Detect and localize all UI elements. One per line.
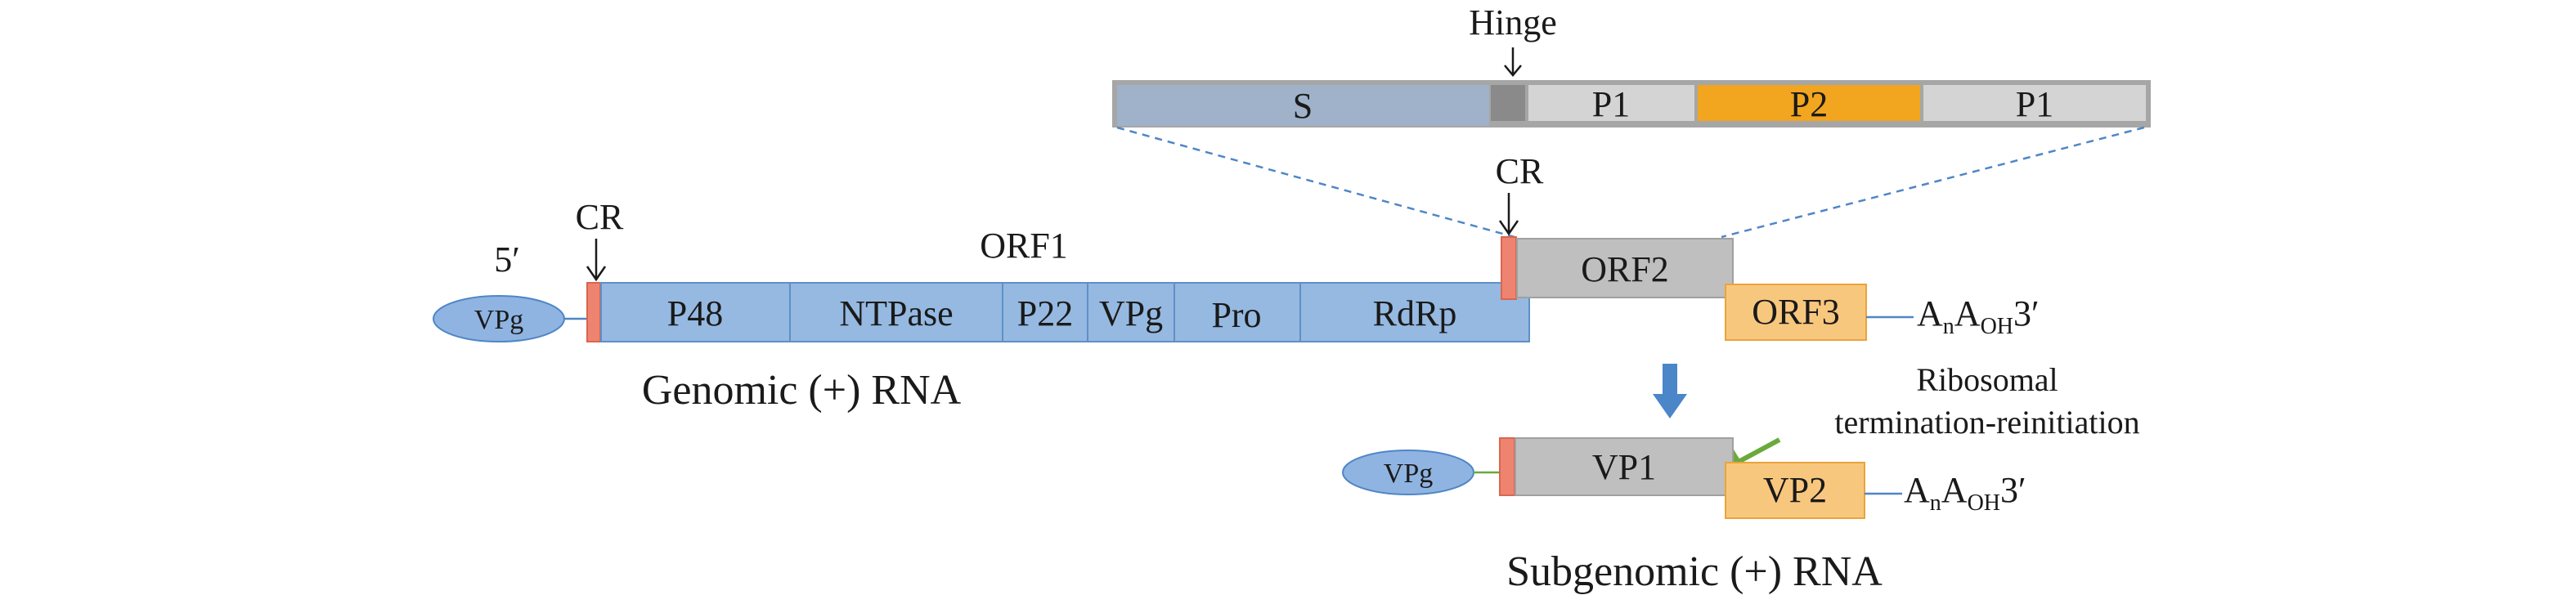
- vp2-label: VP2: [1763, 470, 1827, 510]
- segment-ntpase: NTPase: [839, 293, 953, 333]
- hinge-domain: [1491, 85, 1525, 121]
- poly-a-tail-genomic: AnAOH3′: [1917, 293, 2040, 339]
- segment-p48: P48: [667, 293, 723, 333]
- green-arrow-shaft: [1735, 437, 1781, 465]
- annotation-line1: Ribosomal: [1916, 361, 2058, 398]
- cr-label-1: CR: [576, 197, 624, 237]
- vp1-box: [1515, 437, 1734, 496]
- vpg-genomic-label: VPg: [474, 305, 523, 335]
- segment-rdrp: RdRp: [1373, 293, 1457, 333]
- cr-arrow-2-head-icon: [1498, 220, 1519, 236]
- genomic-caption: Genomic (+) RNA: [642, 367, 962, 414]
- zoom-line-left: [1116, 126, 1515, 239]
- orf1-label: ORF1: [980, 226, 1068, 266]
- orf2-label: ORF2: [1581, 249, 1669, 289]
- cr-label-2: CR: [1496, 151, 1544, 191]
- segment-pro: Pro: [1211, 295, 1261, 335]
- subgenomic-caption: Subgenomic (+) RNA: [1506, 548, 1883, 595]
- p1-domain-right: [1923, 85, 2146, 121]
- s-domain-label: S: [1293, 86, 1313, 126]
- s-domain: [1117, 85, 1489, 126]
- orf3-label: ORF3: [1752, 292, 1840, 332]
- cr-box-2: [1501, 236, 1517, 300]
- vp1-label: VP1: [1592, 447, 1656, 487]
- poly-a-tail-subgenomic: AnAOH3′: [1904, 470, 2026, 516]
- down-arrow-icon: [1653, 394, 1687, 418]
- cr-arrow-1-head-icon: [586, 266, 607, 282]
- orf1-box: [600, 282, 1530, 342]
- segment-p22: P22: [1017, 293, 1073, 333]
- cr-box-sub: [1499, 437, 1515, 496]
- p2-domain: [1698, 85, 1920, 121]
- transition-arrow-shaft: [1663, 364, 1677, 395]
- zoom-line-right: [1721, 126, 2145, 239]
- p1-domain-left: [1528, 85, 1694, 121]
- five-prime-label: 5′: [494, 239, 520, 280]
- hinge-label: Hinge: [1469, 2, 1557, 43]
- p1-left-label: P1: [1592, 84, 1630, 124]
- orf3-box: [1725, 284, 1867, 341]
- orf2-box: [1516, 238, 1734, 298]
- cr-box-1: [586, 282, 601, 342]
- vpg-subgenomic-label: VPg: [1384, 459, 1433, 489]
- p1-right-label: P1: [2016, 84, 2053, 124]
- hinge-arrow-head-icon: [1504, 65, 1522, 77]
- annotation-line2: termination-reinitiation: [1834, 404, 2139, 441]
- vp2-box: [1725, 462, 1865, 519]
- segment-vpg: VPg: [1099, 293, 1163, 333]
- p2-label: P2: [1790, 84, 1828, 124]
